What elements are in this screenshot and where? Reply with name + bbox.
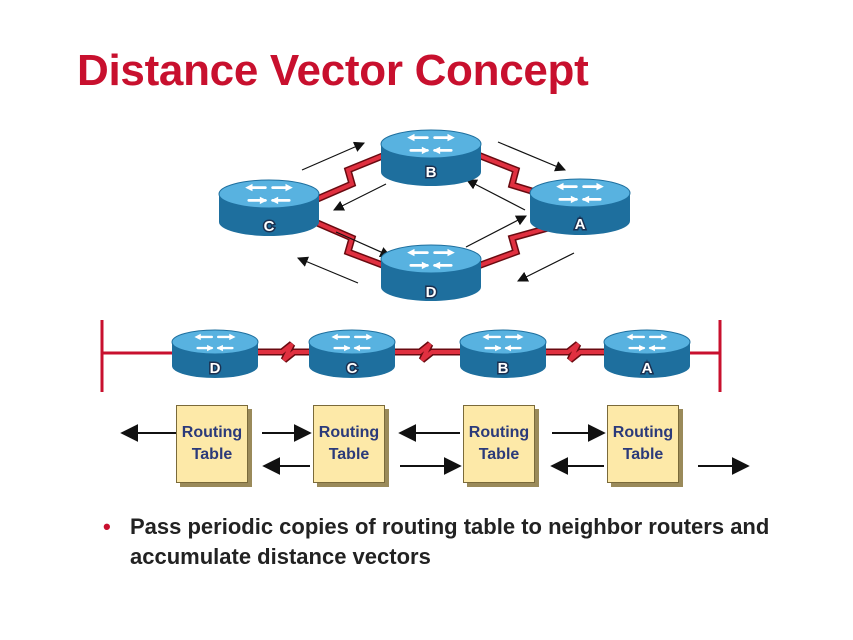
arrow-icon xyxy=(465,215,527,248)
router-b: B xyxy=(380,129,482,186)
routing-table-line1: Routing xyxy=(181,424,243,441)
routing-table-line2: Table xyxy=(622,446,664,463)
router-label: D xyxy=(426,284,437,301)
routing-table-a: Routing Table xyxy=(607,405,679,483)
routing-table-line2: Table xyxy=(191,446,233,463)
router-label: A xyxy=(575,216,586,233)
router-d: D xyxy=(380,244,482,303)
serial-links-line xyxy=(258,341,604,363)
bullet-text: Pass periodic copies of routing table to… xyxy=(130,514,770,569)
router-line-a: A xyxy=(603,329,691,379)
routing-table-b: Routing Table xyxy=(463,405,535,483)
arrow-icon xyxy=(333,183,387,211)
bullet-point: • Pass periodic copies of routing table … xyxy=(103,512,803,572)
routing-table-line1: Routing xyxy=(612,424,674,441)
routing-table-line1: Routing xyxy=(468,424,530,441)
router-line-c: C xyxy=(308,329,396,379)
update-arrows-top xyxy=(297,141,575,284)
arrow-icon xyxy=(466,179,526,211)
router-label: B xyxy=(426,164,437,181)
network-end-bars xyxy=(100,320,722,392)
router-label: C xyxy=(264,218,275,235)
routing-table-d: Routing Table xyxy=(176,405,248,483)
routing-table-line2: Table xyxy=(328,446,370,463)
routing-table-c: Routing Table xyxy=(313,405,385,483)
bullet-marker: • xyxy=(103,514,111,539)
arrow-icon xyxy=(497,141,566,172)
page-title: Distance Vector Concept xyxy=(77,46,589,95)
router-label: B xyxy=(498,360,509,377)
table-exchange-arrows xyxy=(120,424,750,475)
arrow-icon xyxy=(301,141,365,171)
serial-links-top xyxy=(313,151,550,270)
router-line-d: D xyxy=(171,329,259,379)
router-label: D xyxy=(210,360,221,377)
router-label: A xyxy=(642,360,653,377)
arrow-icon xyxy=(517,252,575,282)
router-label: C xyxy=(347,360,358,377)
arrow-icon xyxy=(335,231,391,257)
routing-table-line2: Table xyxy=(478,446,520,463)
arrow-icon xyxy=(297,256,359,284)
router-a: A xyxy=(529,178,631,235)
routing-table-line1: Routing xyxy=(318,424,380,441)
router-c: C xyxy=(218,179,320,237)
router-line-b: B xyxy=(459,329,547,379)
